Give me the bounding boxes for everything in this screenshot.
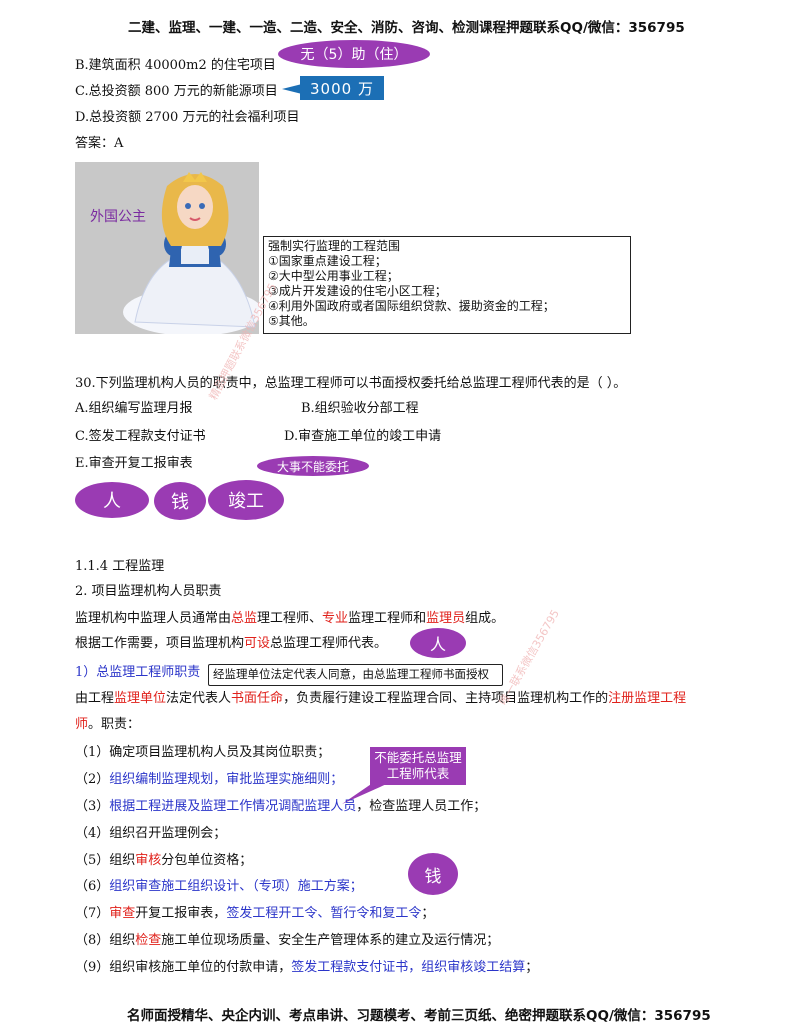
text: （6） xyxy=(75,879,110,894)
bubble-qian: 钱 xyxy=(154,482,206,520)
callout-text: 不能委托总监理工程师代表 xyxy=(374,750,462,781)
text: 分包单位资格； xyxy=(161,853,253,868)
page-header: 二建、监理、一建、一造、二造、安全、消防、咨询、检测课程押题联系QQ/微信：35… xyxy=(128,20,685,36)
option-b: B.建筑面积 40000m2 的住宅项目 xyxy=(75,58,276,73)
text: （2） xyxy=(75,772,110,787)
highlight: 师 xyxy=(75,717,89,732)
note-text: 无（5）助（住） xyxy=(300,47,408,63)
option-c: C.签发工程款支付证书 xyxy=(75,429,206,444)
text: （3） xyxy=(75,799,110,814)
paragraph-deputy: 根据工作需要，项目监理机构可设总监理工程师代表。 xyxy=(75,635,387,653)
duty-5: （5）组织审核分包单位资格； xyxy=(75,852,252,870)
supervision-scope-box: 强制实行监理的工程范围 ①国家重点建设工程； ②大中型公用事业工程； ③成片开发… xyxy=(263,236,631,334)
bubble-text: 钱 xyxy=(171,492,189,513)
text: 根据工作需要，项目监理机构 xyxy=(75,636,245,651)
highlight: 签发工程开工令、暂行令和复工令 xyxy=(226,906,422,921)
text: ，负责履行建设工程监理合同、主持项目监理机构工作的 xyxy=(283,691,609,706)
highlight: 可设 xyxy=(244,636,271,651)
box-item: ⑤其他。 xyxy=(268,314,315,328)
callout-arrow xyxy=(282,84,302,94)
duty-4: （4）组织召开监理例会； xyxy=(75,826,227,841)
text: ； xyxy=(525,960,539,975)
option-e: E.审查开复工报审表 xyxy=(75,456,193,471)
note-3000wan: 3000 万 xyxy=(300,76,384,100)
text: 开复工报审表， xyxy=(135,906,227,921)
text: 法定代表人 xyxy=(166,691,232,706)
answer: 答案：A xyxy=(75,136,124,151)
highlight: 总监 xyxy=(231,611,258,626)
duty-9: （9）组织审核施工单位的付款申请，签发工程款支付证书，组织审核竣工结算； xyxy=(75,959,538,977)
text: ； xyxy=(421,906,435,921)
box-item: ③成片开发建设的住宅小区工程； xyxy=(268,284,447,298)
question-30-stem: 30.下列监理机构人员的职责中，总监理工程师可以书面授权委托给总监理工程师代表的… xyxy=(75,376,627,391)
duty-6: （6）组织审查施工组织设计、（专项）施工方案； xyxy=(75,878,363,896)
highlight: 专业 xyxy=(322,611,349,626)
page-footer: 名师面授精华、央企内训、考点串讲、习题模考、考前三页纸、绝密押题联系QQ/微信：… xyxy=(127,1008,711,1024)
bubble-text: 钱 xyxy=(424,866,442,887)
princess-illustration: 外国公主 xyxy=(75,162,259,334)
bubble-text: 竣工 xyxy=(228,491,264,512)
option-c: C.总投资额 800 万元的新能源项目 xyxy=(75,84,278,99)
highlight: 组织编制监理规划，审批监理实施细则； xyxy=(109,772,344,787)
section-heading: 1.1.4 工程监理 xyxy=(75,559,165,574)
note-bubble-wuzhu: 无（5）助（住） xyxy=(278,40,430,68)
image-label: 外国公主 xyxy=(90,209,146,225)
text: 监理机构中监理人员通常由 xyxy=(75,611,232,626)
text: 由工程 xyxy=(75,691,115,706)
duty-8: （8）组织检查施工单位现场质量、安全生产管理体系的建立及运行情况； xyxy=(75,932,499,950)
highlight: 检查 xyxy=(135,933,162,948)
text: 施工单位现场质量、安全生产管理体系的建立及运行情况； xyxy=(161,933,500,948)
box-note-text: 经监理单位法定代表人同意，由总监理工程师书面授权 xyxy=(213,667,489,681)
note-bubble-dashi: 大事不能委托 xyxy=(257,456,369,476)
highlight: 组织审查施工组织设计、（专项）施工方案； xyxy=(109,879,363,894)
text: （5）组织 xyxy=(75,853,136,868)
text: 组成。 xyxy=(465,611,505,626)
highlight: 注册监理工程 xyxy=(608,691,687,706)
duty-7: （7）审查开复工报审表，签发工程开工令、暂行令和复工令； xyxy=(75,905,434,923)
option-b: B.组织验收分部工程 xyxy=(301,401,419,416)
duty-3: （3）根据工程进展及监理工作情况调配监理人员，检查监理人员工作； xyxy=(75,798,486,816)
box-item: ④利用外国政府或者国际组织贷款、援助资金的工程； xyxy=(268,299,555,313)
box-title: 强制实行监理的工程范围 xyxy=(268,239,401,253)
bubble-ren: 人 xyxy=(75,482,149,518)
highlight: 签发工程款支付证书，组织审核竣工结算 xyxy=(291,960,526,975)
highlight: 根据工程进展及监理工作情况调配监理人员 xyxy=(109,799,357,814)
note-text: 3000 万 xyxy=(310,79,374,98)
highlight: 审核 xyxy=(135,853,162,868)
highlight: 书面任命 xyxy=(231,691,284,706)
text: （9）组织审核施工单位的付款申请， xyxy=(75,960,292,975)
bubble-text: 人 xyxy=(429,635,446,654)
text: 监理工程师和 xyxy=(348,611,427,626)
text: ，检查监理人员工作； xyxy=(356,799,487,814)
highlight: 审查 xyxy=(109,906,136,921)
paragraph-appointment: 由工程监理单位法定代表人书面任命，负责履行建设工程监理合同、主持项目监理机构工作… xyxy=(75,690,686,708)
callout-pointer xyxy=(342,778,400,804)
bubble-jungong: 竣工 xyxy=(208,480,284,520)
text: 。职责： xyxy=(88,717,141,732)
bubble-ren-2: 人 xyxy=(410,628,466,658)
subsection-heading: 2. 项目监理机构人员职责 xyxy=(75,584,222,599)
highlight: 监理员 xyxy=(426,611,466,626)
bubble-qian-2: 钱 xyxy=(408,853,458,895)
authorization-note-box: 经监理单位法定代表人同意，由总监理工程师书面授权 xyxy=(208,664,503,686)
highlight: 监理单位 xyxy=(114,691,167,706)
paragraph-appointment-cont: 师。职责： xyxy=(75,716,140,734)
paragraph-staff: 监理机构中监理人员通常由总监理工程师、专业监理工程师和监理员组成。 xyxy=(75,610,504,628)
note-text: 大事不能委托 xyxy=(276,459,349,474)
text: 理工程师、 xyxy=(257,611,323,626)
princess-figure xyxy=(123,172,259,334)
duty-1: （1）确定项目监理机构人员及其岗位职责； xyxy=(75,745,331,760)
box-item: ①国家重点建设工程； xyxy=(268,254,387,268)
text: （8）组织 xyxy=(75,933,136,948)
bubble-text: 人 xyxy=(103,491,121,512)
option-a: A.组织编写监理月报 xyxy=(75,401,193,416)
duty-2: （2）组织编制监理规划，审批监理实施细则； xyxy=(75,771,343,789)
subheading-chief-duties: 1）总监理工程师职责 xyxy=(75,665,201,680)
box-item: ②大中型公用事业工程； xyxy=(268,269,399,283)
text: 总监理工程师代表。 xyxy=(270,636,388,651)
option-d: D.总投资额 2700 万元的社会福利项目 xyxy=(75,110,300,125)
option-d: D.审查施工单位的竣工申请 xyxy=(284,429,442,444)
text: （7） xyxy=(75,906,110,921)
